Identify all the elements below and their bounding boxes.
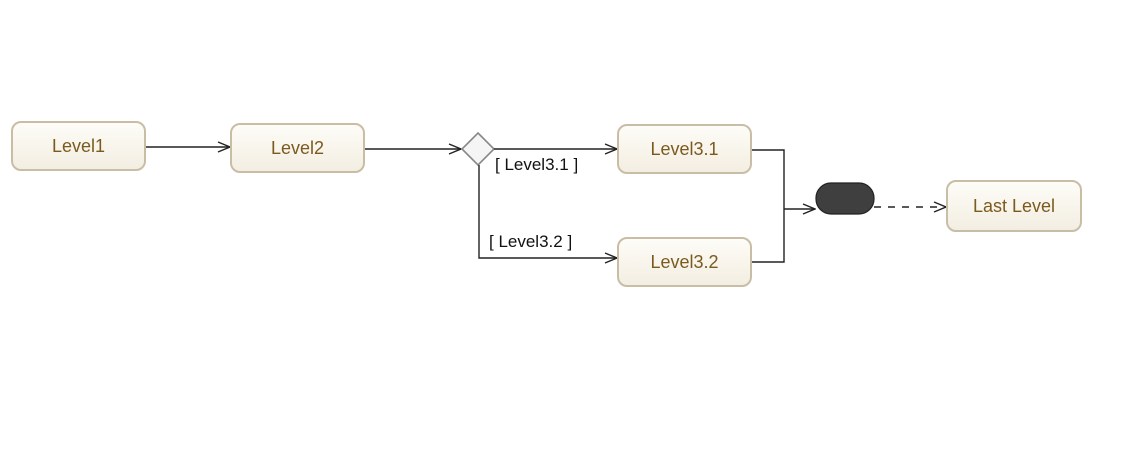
node-last-level[interactable]: Last Level xyxy=(946,180,1082,232)
decision-node[interactable] xyxy=(460,131,496,167)
node-level3-1[interactable]: Level3.1 xyxy=(617,124,752,174)
edge-level3-2-to-merge xyxy=(751,209,785,263)
merge-node[interactable] xyxy=(815,182,875,215)
node-level3-2[interactable]: Level3.2 xyxy=(617,237,752,287)
edge-decision-to-level3-2 xyxy=(478,165,617,258)
node-level2[interactable]: Level2 xyxy=(230,123,365,173)
guard-label-level3-2: [ Level3.2 ] xyxy=(489,232,573,251)
node-level1[interactable]: Level1 xyxy=(11,121,146,171)
guard-label-level3-1: [ Level3.1 ] xyxy=(495,155,579,174)
edge-level3-1-to-merge xyxy=(751,149,785,209)
